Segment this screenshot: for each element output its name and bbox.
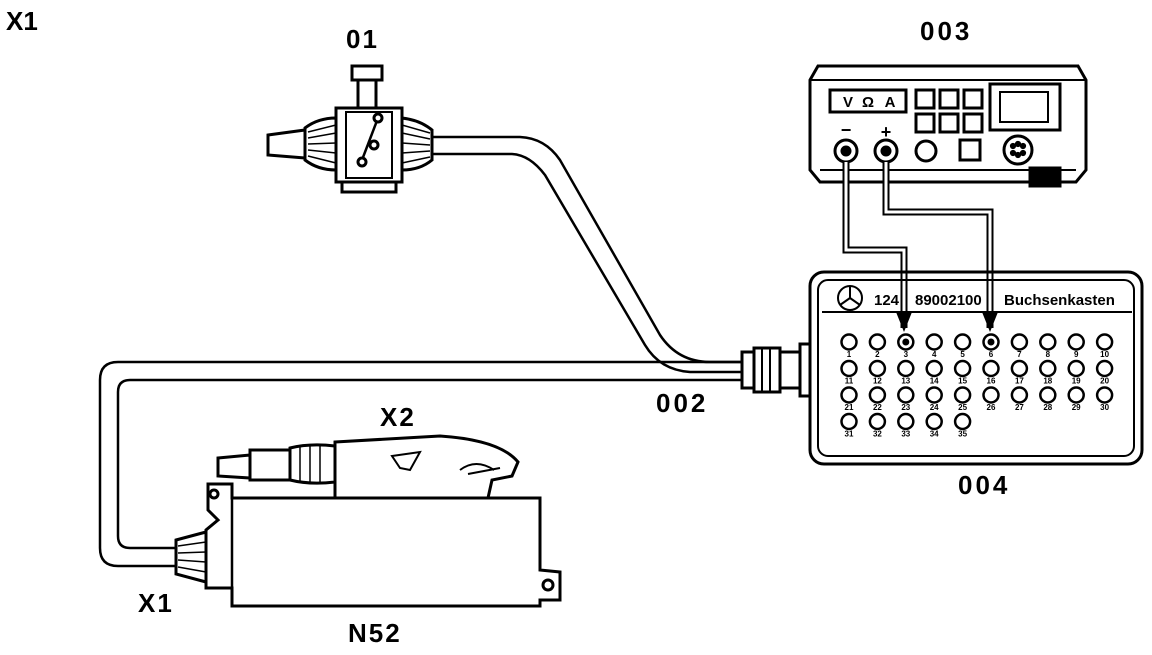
lead-plus-arrow: [982, 312, 998, 332]
socket-27: [1010, 386, 1029, 404]
lead-minus-arrow: [896, 312, 912, 332]
socket-5: [953, 333, 972, 351]
socket-20: [1095, 359, 1114, 378]
corner-label-x1: X1: [6, 6, 38, 36]
socket-label-26: 26: [987, 403, 996, 412]
socket-label-17: 17: [1015, 377, 1024, 386]
socket-label-32: 32: [873, 430, 882, 439]
socket-35: [953, 412, 972, 431]
socket-label-22: 22: [873, 403, 882, 412]
socket-25: [953, 386, 972, 404]
socket-label-25: 25: [958, 403, 967, 412]
socket-3-probe: [902, 338, 910, 346]
socket-18: [1039, 359, 1057, 378]
socket-label-7: 7: [1017, 350, 1022, 359]
test-leads: [842, 162, 994, 328]
socket-label-12: 12: [873, 377, 882, 386]
socket-24: [925, 386, 943, 404]
socket-label-33: 33: [901, 430, 910, 439]
socket-label-27: 27: [1015, 403, 1024, 412]
module-n52: [174, 434, 562, 608]
socket-16: [982, 359, 1000, 378]
socket-label-18: 18: [1043, 377, 1052, 386]
socket-label-16: 16: [987, 377, 996, 386]
socket-label-5: 5: [960, 350, 965, 359]
multimeter-mode-ohm: Ω: [862, 94, 874, 111]
switch-01: [266, 64, 434, 194]
socket-label-9: 9: [1074, 350, 1079, 359]
socket-label-2: 2: [875, 350, 880, 359]
label-002: 002: [656, 388, 708, 418]
socket-label-30: 30: [1100, 403, 1109, 412]
socket-label-15: 15: [958, 377, 967, 386]
socket-label-28: 28: [1043, 403, 1052, 412]
socket-label-35: 35: [958, 430, 967, 439]
socket-6-probe: [987, 338, 995, 346]
multimeter-plus-label: +: [881, 122, 892, 142]
socket-19: [1067, 359, 1085, 378]
socket-label-8: 8: [1046, 350, 1051, 359]
label-x2: X2: [380, 402, 416, 432]
socket-34: [925, 412, 943, 431]
socket-box-part-number-right: 89002100: [915, 292, 982, 309]
socket-label-20: 20: [1100, 377, 1109, 386]
socket-box-part-number-left: 124: [874, 292, 900, 309]
label-01: 01: [346, 24, 379, 54]
socket-26: [982, 386, 1000, 404]
cable-connector-002: [740, 342, 812, 398]
socket-21: [840, 386, 858, 404]
socket-1: [840, 333, 858, 351]
socket-22: [868, 386, 887, 404]
socket-11: [840, 359, 858, 378]
socket-label-13: 13: [901, 377, 910, 386]
socket-label-31: 31: [845, 430, 854, 439]
socket-23: [897, 386, 915, 404]
cable-to-module: [98, 360, 742, 568]
socket-28: [1039, 386, 1057, 404]
socket-9: [1067, 333, 1085, 351]
label-003: 003: [920, 16, 972, 46]
socket-8: [1039, 333, 1057, 351]
socket-label-19: 19: [1072, 377, 1081, 386]
socket-label-6: 6: [989, 350, 994, 359]
socket-label-23: 23: [901, 403, 910, 412]
socket-box-title: Buchsenkasten: [1004, 292, 1115, 309]
multimeter-minus-label: −: [841, 120, 852, 140]
socket-label-1: 1: [847, 350, 852, 359]
multimeter-mode-a: A: [885, 94, 896, 111]
socket-label-4: 4: [932, 350, 937, 359]
cable-to-switch: [405, 135, 742, 374]
socket-label-11: 11: [845, 377, 854, 386]
socket-label-24: 24: [930, 403, 939, 412]
socket-15: [953, 359, 972, 378]
socket-31: [840, 412, 858, 431]
multimeter-mode-v: V: [843, 94, 853, 111]
label-004: 004: [958, 470, 1010, 500]
socket-10: [1095, 333, 1114, 351]
multimeter-003: [808, 64, 1088, 188]
label-x1: X1: [138, 588, 174, 618]
socket-12: [868, 359, 887, 378]
socket-32: [868, 412, 887, 431]
socket-33: [897, 412, 915, 431]
label-n52: N52: [348, 618, 402, 648]
socket-17: [1010, 359, 1029, 378]
socket-7: [1010, 333, 1029, 351]
socket-13: [897, 359, 915, 378]
socket-label-10: 10: [1100, 350, 1109, 359]
socket-29: [1067, 386, 1085, 404]
socket-label-14: 14: [930, 377, 939, 386]
socket-label-34: 34: [930, 430, 939, 439]
socket-30: [1095, 386, 1114, 404]
socket-label-21: 21: [845, 403, 854, 412]
socket-4: [925, 333, 943, 351]
socket-2: [868, 333, 887, 351]
socket-label-3: 3: [904, 350, 909, 359]
socket-label-29: 29: [1072, 403, 1081, 412]
socket-14: [925, 359, 943, 378]
